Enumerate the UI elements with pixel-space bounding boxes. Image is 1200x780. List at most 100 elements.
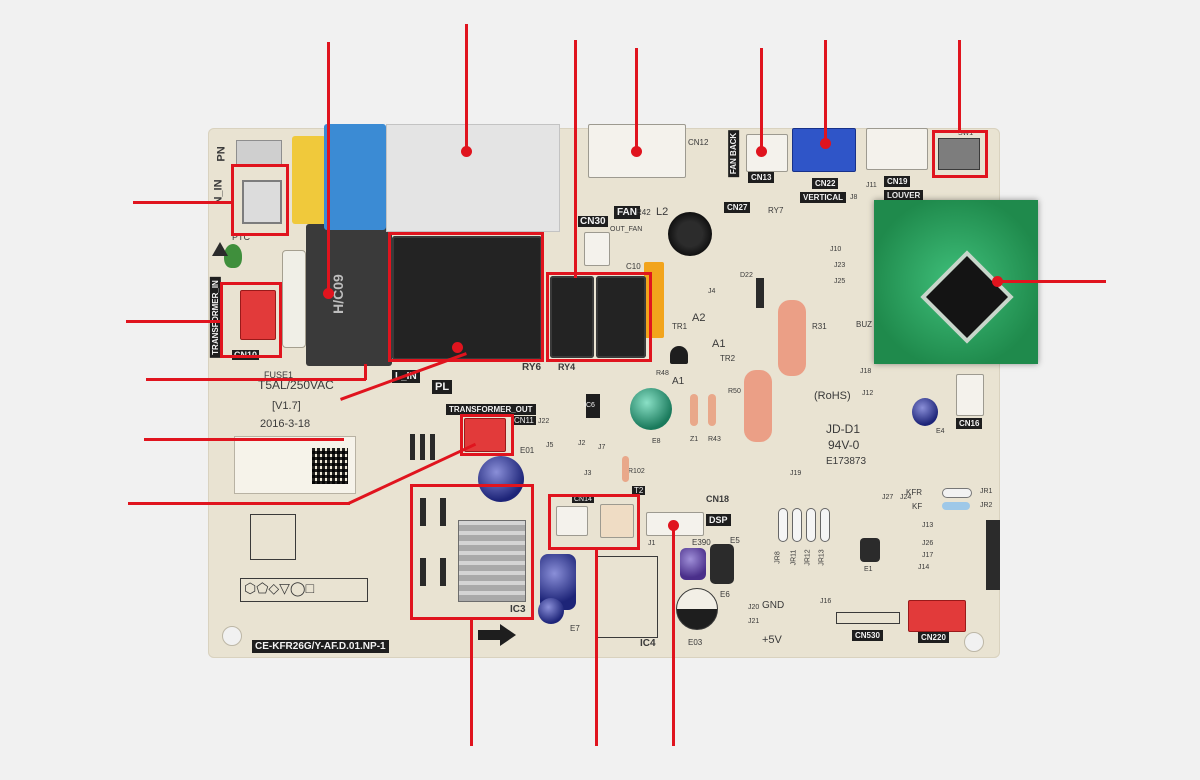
- e5-label: E5: [730, 536, 740, 545]
- resistor-r43: [708, 394, 716, 426]
- cn14-connector: [556, 506, 588, 536]
- ptc-component: [224, 244, 242, 268]
- callout-fan: [635, 48, 638, 152]
- transformer: [306, 224, 392, 366]
- capacitor-e03: [676, 588, 718, 630]
- highlight-cn14: [548, 494, 640, 550]
- blue-capacitor: [324, 124, 386, 230]
- j2-label: J2: [578, 440, 586, 447]
- fuse-rating: T5AL/250VAC: [258, 378, 334, 392]
- jr1-label: JR1: [980, 488, 993, 495]
- cn530-label: CN530: [852, 630, 883, 641]
- callout-dot: [992, 276, 1003, 287]
- direction-arrow-head: [500, 624, 516, 646]
- highlight-transformer-out: [460, 414, 514, 456]
- r102-label: R102: [628, 468, 645, 475]
- r50-label: R50: [728, 388, 741, 395]
- ic4-label: IC4: [640, 638, 656, 649]
- jr13-label: JR13: [818, 549, 826, 566]
- e8-label: E8: [652, 438, 661, 445]
- cn22-label: CN22: [812, 178, 839, 189]
- fan-back-connector: [746, 134, 788, 172]
- fan-back-label: FAN BACK: [728, 129, 740, 178]
- ul-file-label: E173873: [826, 456, 867, 467]
- ic6: [586, 394, 600, 418]
- highlight-main-relay: [388, 232, 544, 362]
- model-label: CE-KFR26G/Y-AF.D.01.NP-1: [252, 640, 389, 653]
- resistor-jr12: [806, 508, 816, 542]
- cn14-label: CN14: [572, 496, 594, 503]
- ry7-label: RY7: [768, 206, 784, 215]
- ic6-label: IC6: [584, 402, 595, 409]
- callout-dot: [668, 520, 679, 531]
- j20-label: J20: [748, 604, 760, 611]
- a1-label-2: A1: [672, 376, 685, 387]
- capacitor-e8: [630, 388, 672, 430]
- c10-label: C10: [626, 262, 641, 271]
- capacitor-e390: [680, 548, 706, 580]
- callout-white-relay: [465, 24, 468, 152]
- capacitor-e1: [860, 538, 880, 562]
- ic3-label: IC3: [510, 604, 526, 615]
- resistor-jr13: [820, 508, 830, 542]
- r43-label: R43: [708, 436, 721, 443]
- diode: [420, 434, 425, 460]
- j1-label: J1: [648, 540, 656, 547]
- direction-arrow-icon: [478, 630, 500, 640]
- j16-label: J16: [820, 598, 832, 605]
- recycling-symbols-box: [240, 578, 368, 602]
- j24-label: J24: [900, 494, 912, 501]
- tr1-label: TR1: [672, 322, 688, 331]
- callout-blue-cap: [327, 42, 330, 292]
- cn18-label: CN18: [706, 494, 730, 504]
- d22-label: D22: [740, 272, 753, 279]
- n-in-terminal: [242, 180, 282, 224]
- e4-label: E4: [936, 428, 945, 435]
- a2-label: A2: [692, 312, 706, 324]
- mounting-hole: [964, 632, 984, 652]
- louver-connector: [866, 128, 928, 170]
- e03-label: E03: [688, 638, 703, 647]
- e390-label: E390: [692, 538, 711, 547]
- j13-label: J13: [922, 522, 934, 529]
- cn16-label: CN16: [956, 418, 983, 429]
- capacitor-e01: [478, 456, 524, 502]
- version-label: [V1.7]: [272, 400, 301, 412]
- resistor-r50: [744, 370, 772, 442]
- dsp-label: DSP: [706, 514, 731, 526]
- callout-cn14: [595, 548, 598, 746]
- t2-label: T2: [632, 486, 646, 495]
- callout-dot: [820, 138, 831, 149]
- tr2-label: TR2: [720, 354, 736, 363]
- diode: [440, 558, 446, 586]
- edge-connector: [986, 520, 1000, 590]
- diode: [430, 434, 435, 460]
- j5-label: J5: [546, 442, 554, 449]
- callout-transformer-out-h: [128, 502, 350, 505]
- ry6-label: RY6: [522, 362, 542, 373]
- warning-icon: [212, 242, 228, 256]
- highlight-sw1: [932, 130, 988, 178]
- mounting-hole: [222, 626, 242, 646]
- resistor-z1: [690, 394, 698, 426]
- resistor-jr2: [942, 502, 970, 510]
- relay-ry4a: [550, 276, 594, 358]
- jr2-label: JR2: [980, 502, 993, 509]
- buz-label: BUZ: [856, 320, 872, 329]
- jr8-label: JR8: [774, 551, 782, 564]
- cn14-connector-tan: [600, 504, 634, 538]
- callout-dot: [323, 288, 334, 299]
- capacitor-small: [538, 598, 564, 624]
- cn11-label: CN11: [512, 416, 536, 425]
- e6-label: E6: [720, 590, 730, 599]
- diode-d22: [756, 278, 764, 308]
- vertical-label: VERTICAL: [800, 192, 846, 203]
- sw1-label: SW1: [958, 130, 974, 137]
- callout-dot: [756, 146, 767, 157]
- j27-label: J27: [882, 494, 894, 501]
- date-label: 2016-3-18: [260, 418, 311, 430]
- silk-square: [250, 514, 296, 560]
- j11-label: J11: [866, 182, 877, 189]
- callout-dot: [452, 342, 463, 353]
- j19-label: J19: [790, 470, 802, 477]
